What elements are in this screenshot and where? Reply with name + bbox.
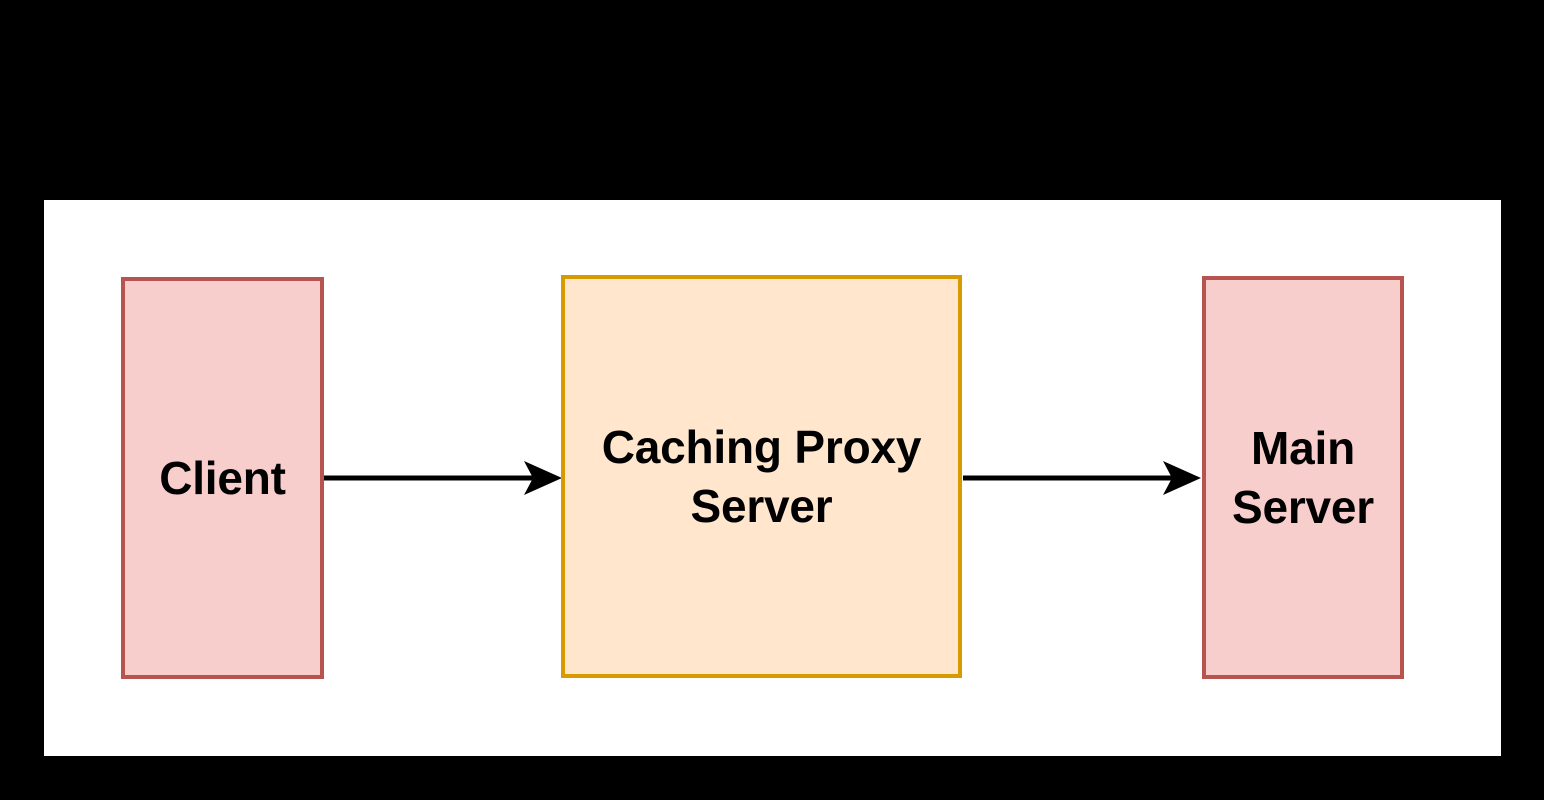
edge-client-to-proxy[interactable] <box>320 448 568 510</box>
node-caching-proxy-server-label: Caching Proxy Server <box>601 420 922 532</box>
node-client-label: Client <box>159 451 286 504</box>
edge-proxy-to-main-server[interactable] <box>959 448 1207 510</box>
node-main-server-label: Main Server <box>1231 421 1375 533</box>
node-caching-proxy-server[interactable]: Caching Proxy Server <box>561 275 962 678</box>
edge-proxy-to-main-server-arrowhead-icon <box>1163 461 1201 495</box>
edge-client-to-proxy-arrowhead-icon <box>524 461 562 495</box>
node-client[interactable]: Client <box>121 277 324 679</box>
node-main-server[interactable]: Main Server <box>1202 276 1404 679</box>
